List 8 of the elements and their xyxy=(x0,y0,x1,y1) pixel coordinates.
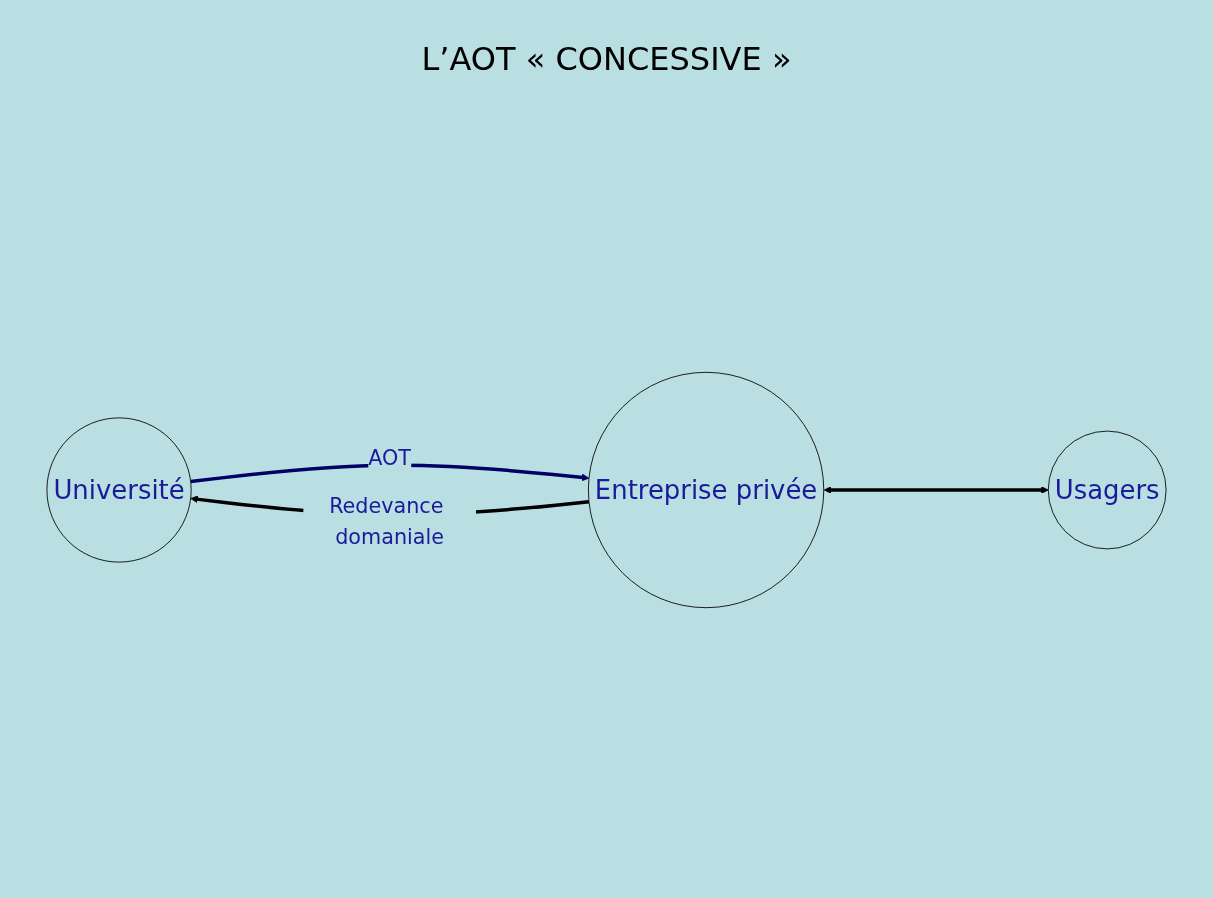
edge-label: AOT xyxy=(368,445,412,471)
node-circle: Entreprise privée xyxy=(587,371,825,609)
arrow xyxy=(823,486,1049,494)
node-circle: Université xyxy=(46,417,192,563)
edge-label: Redevance domaniale xyxy=(329,494,445,550)
arrow xyxy=(190,463,590,484)
node-circle: Usagers xyxy=(1047,430,1167,550)
diagram-title: L’AOT « CONCESSIVE » xyxy=(420,40,793,78)
